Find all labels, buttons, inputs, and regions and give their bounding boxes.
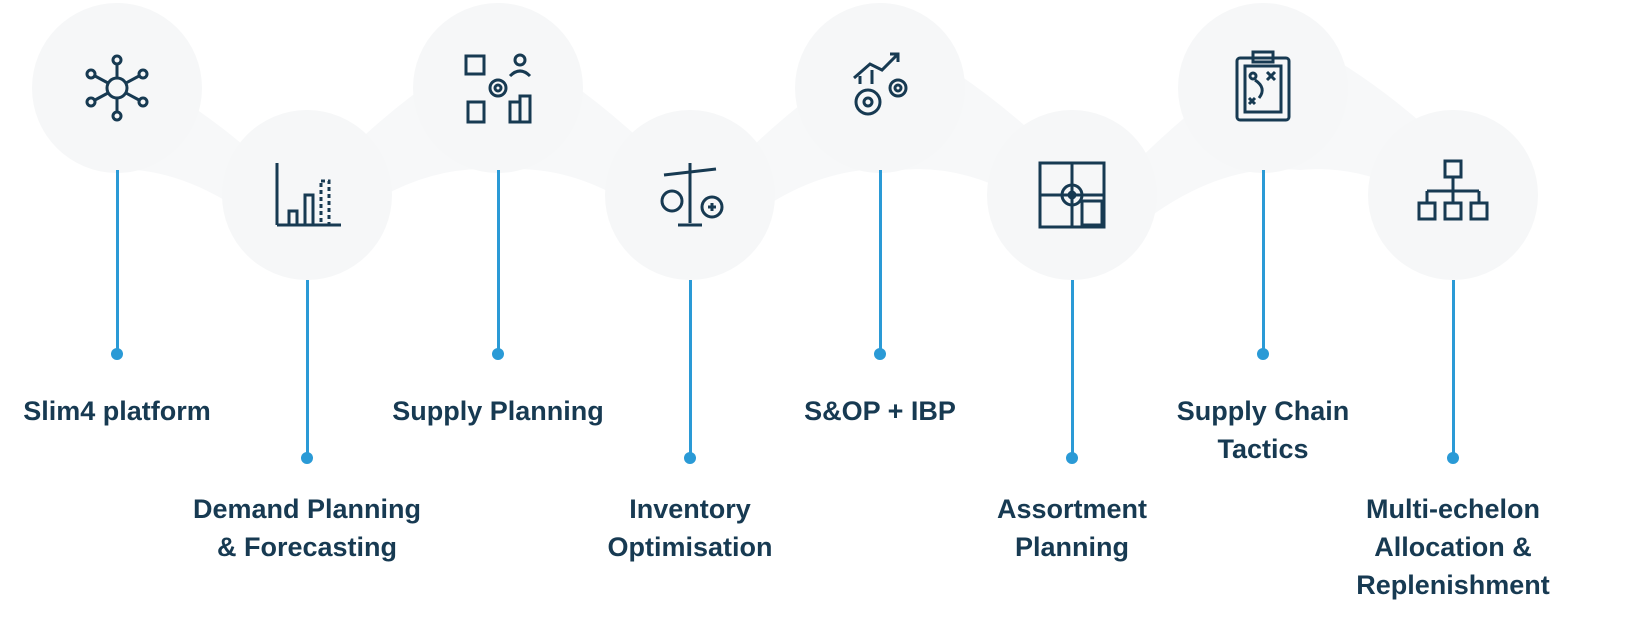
connector-dot <box>301 452 313 464</box>
hierarchy-cubes-icon <box>1417 159 1489 221</box>
connector-line <box>497 170 500 354</box>
feature-circle <box>1178 3 1348 173</box>
supply-planning-icon <box>464 53 532 124</box>
feature-circle <box>605 110 775 280</box>
connector-dot <box>1066 452 1078 464</box>
feature-circle <box>32 3 202 173</box>
clipboard-strategy-icon <box>1235 50 1291 122</box>
connector-line <box>116 170 119 354</box>
feature-circle <box>795 3 965 173</box>
feature-label-line: Planning <box>1015 532 1129 562</box>
feature-label-line: Allocation & <box>1374 532 1532 562</box>
connector-dot <box>111 348 123 360</box>
feature-label-line: Demand Planning <box>192 494 422 524</box>
feature-label-line: Assortment <box>996 494 1148 524</box>
feature-label-line: Optimisation <box>607 532 773 562</box>
connector-line <box>1262 170 1265 354</box>
growth-gears-icon <box>853 52 908 116</box>
balance-scale-icon <box>660 163 724 227</box>
connector-line <box>1071 280 1074 458</box>
feature-label[interactable]: S&OP + IBP <box>740 392 1020 430</box>
feature-label[interactable]: Slim4 platform <box>0 392 257 430</box>
network-hub-icon <box>85 54 149 122</box>
connector-line <box>689 280 692 458</box>
connector-dot <box>1257 348 1269 360</box>
bar-chart-icon <box>275 163 341 227</box>
feature-label-line: Supply Planning <box>392 396 604 426</box>
connector-line <box>1452 280 1455 458</box>
feature-label-line: Replenishment <box>1356 570 1550 600</box>
feature-label-line: Supply Chain <box>1176 396 1350 426</box>
connector-line <box>306 280 309 458</box>
connector-dot <box>684 452 696 464</box>
feature-circle <box>413 3 583 173</box>
feature-label-line: Slim4 platform <box>23 396 211 426</box>
assortment-boxes-icon <box>1038 161 1106 229</box>
connector-line <box>879 170 882 354</box>
feature-label[interactable]: Supply Planning <box>358 392 638 430</box>
connector-dot <box>1447 452 1459 464</box>
connector-dot <box>874 348 886 360</box>
feature-circle <box>987 110 1157 280</box>
feature-label-line: Tactics <box>1217 434 1309 464</box>
feature-circle <box>1368 110 1538 280</box>
connector-dot <box>492 348 504 360</box>
feature-circle <box>222 110 392 280</box>
feature-label-line: & Forecasting <box>216 532 398 562</box>
feature-label[interactable]: Demand Planning & Forecasting <box>167 490 447 566</box>
feature-label-line: S&OP + IBP <box>804 396 956 426</box>
feature-label-line: Inventory <box>629 494 751 524</box>
feature-label-line: Multi-echelon <box>1366 494 1540 524</box>
